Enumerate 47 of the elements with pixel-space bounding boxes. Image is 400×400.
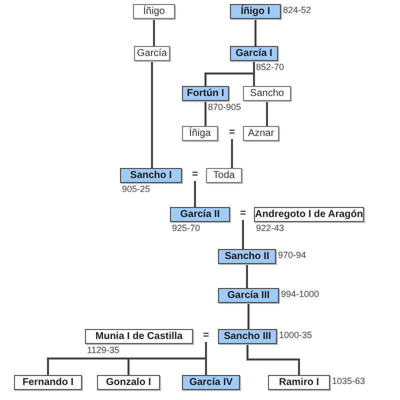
descent-line bbox=[204, 101, 206, 126]
name-box: Fortún I bbox=[182, 86, 229, 101]
reign-dates: 925-70 bbox=[172, 223, 200, 234]
descent-line bbox=[205, 342, 207, 375]
descent-line bbox=[254, 19, 256, 46]
name-box: Toda bbox=[206, 168, 242, 183]
descent-line bbox=[194, 181, 196, 207]
name-box: Sancho I bbox=[120, 168, 182, 183]
reign-dates: 1129-35 bbox=[87, 345, 120, 356]
reign-dates: 852-70 bbox=[256, 62, 284, 73]
marriage-sign: = bbox=[189, 168, 201, 181]
reign-dates: 870-905 bbox=[208, 102, 242, 113]
descent-line bbox=[246, 264, 248, 288]
marriage-sign: = bbox=[226, 126, 238, 139]
name-box: Íñigo bbox=[133, 4, 175, 19]
descent-line bbox=[246, 344, 300, 375]
descent-line bbox=[153, 19, 155, 46]
name-box: Sancho bbox=[243, 86, 291, 101]
reign-dates: 824-52 bbox=[283, 5, 312, 16]
descent-line bbox=[242, 220, 244, 249]
name-box: García I bbox=[230, 46, 278, 61]
name-box: Fernando I bbox=[14, 375, 82, 390]
marriage-sign: = bbox=[200, 329, 212, 342]
name-box: Gonzalo I bbox=[97, 375, 160, 390]
name-box: Sancho II bbox=[218, 249, 276, 264]
descent-line bbox=[266, 101, 268, 126]
name-box: Ramiro I bbox=[268, 375, 330, 390]
name-box: García bbox=[134, 46, 170, 61]
name-box: Andregoto I de Aragón bbox=[254, 207, 364, 222]
descent-line bbox=[248, 303, 250, 329]
reign-dates: 1000-35 bbox=[279, 330, 312, 341]
name-box: Íñigo I bbox=[230, 4, 281, 19]
name-box: Aznar bbox=[243, 126, 279, 141]
marriage-sign: = bbox=[237, 207, 249, 220]
name-box: Sancho III bbox=[218, 329, 277, 344]
reign-dates: 970-94 bbox=[278, 250, 306, 261]
name-box: García II bbox=[170, 207, 230, 222]
descent-line bbox=[231, 139, 233, 168]
name-box: Íñiga bbox=[182, 126, 218, 141]
reign-dates: 1035-63 bbox=[332, 376, 366, 387]
descent-line bbox=[151, 61, 153, 168]
reign-dates: 994-1000 bbox=[281, 289, 320, 300]
name-box: García IV bbox=[182, 375, 240, 390]
reign-dates: 905-25 bbox=[122, 184, 150, 195]
name-box: Munia I de Castilla bbox=[85, 329, 193, 344]
name-box: García III bbox=[218, 288, 279, 303]
reign-dates: 922-43 bbox=[256, 223, 284, 234]
